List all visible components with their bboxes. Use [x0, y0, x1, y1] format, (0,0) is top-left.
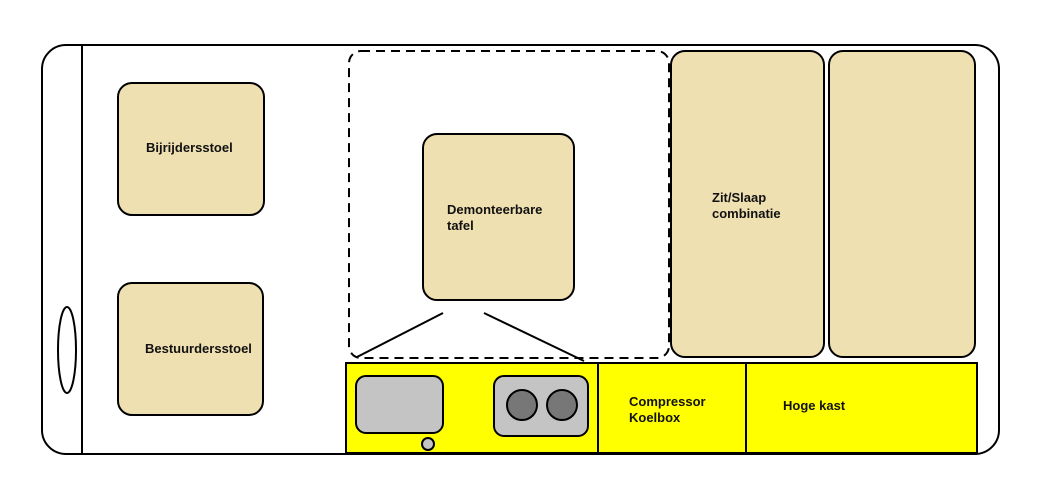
fridge-unit	[597, 362, 747, 454]
sink	[355, 375, 444, 434]
living-area-outline	[348, 50, 670, 359]
driver-seat-label: Bestuurdersstoel	[145, 341, 252, 356]
driver-seat	[117, 282, 264, 416]
sit-sleep-label: Zit/Slaap combinatie	[712, 190, 781, 221]
burner-left	[506, 389, 538, 421]
sink-drain	[421, 437, 435, 451]
door-handle	[57, 306, 77, 394]
burner-right	[546, 389, 578, 421]
sit-sleep-bench-second	[828, 50, 976, 358]
table-label: Demonteerbare tafel	[447, 202, 543, 233]
passenger-seat	[117, 82, 265, 216]
table-leader-line-right	[483, 312, 585, 362]
table	[422, 133, 575, 301]
table-leader-line-left	[356, 312, 444, 358]
passenger-seat-label: Bijrijdersstoel	[146, 140, 233, 155]
fridge-label: Compressor Koelbox	[629, 394, 706, 425]
tall-cabinet-label: Hoge kast	[783, 398, 846, 413]
sit-sleep-bench	[670, 50, 825, 358]
tall-cabinet-unit	[745, 362, 978, 454]
